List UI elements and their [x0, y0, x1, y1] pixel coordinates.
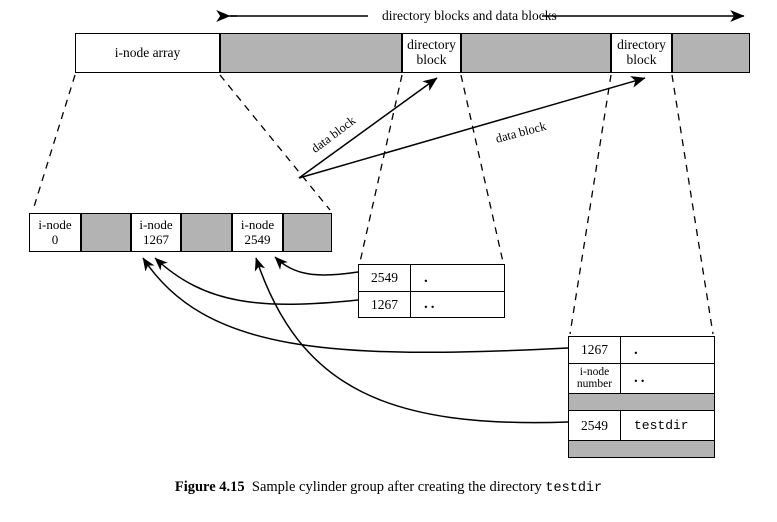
entry-filename: .	[424, 269, 431, 286]
table-row: 2549 .	[359, 265, 504, 291]
inode-reference-arrows	[142, 256, 569, 424]
free-entry-row	[569, 440, 714, 457]
inode-cell-1267: i-node 1267	[131, 213, 181, 252]
figure-caption: Figure 4.15 Sample cylinder group after …	[0, 479, 777, 496]
top-annotation-label: directory blocks and data blocks	[382, 8, 557, 23]
data-block-pointer-arrows	[298, 76, 646, 179]
entry-filename: ..	[424, 296, 438, 312]
segment-directory-block-1: directory block	[402, 33, 461, 73]
table-row: i-node number ..	[569, 363, 714, 393]
entry-filename: .	[634, 341, 641, 358]
projection-lines-directory-block-2	[569, 74, 714, 335]
entry-inode-number-label: i-node number	[569, 364, 621, 393]
segment-inode-array: i-node array	[75, 33, 220, 73]
table-row: 2549 testdir	[569, 410, 714, 440]
entry-inode-number: 2549	[569, 411, 621, 440]
inode-gap-3	[283, 213, 332, 252]
caption-directory-name: testdir	[545, 481, 603, 496]
free-entry-row	[569, 393, 714, 410]
caption-text: Sample cylinder group after creating the…	[251, 479, 542, 495]
entry-filename: testdir	[634, 418, 689, 433]
entry-inode-number: 1267	[569, 337, 621, 363]
inode-gap-2	[181, 213, 232, 252]
inode-gap-1	[81, 213, 131, 252]
projection-lines-directory-block-1	[359, 74, 504, 263]
entry-inode-number: 2549	[359, 265, 411, 291]
segment-data-area-1	[220, 33, 402, 73]
directory-block-2-table: 1267 . i-node number .. 2549 testdir	[568, 336, 715, 458]
directory-block-1-table: 2549 . 1267 ..	[358, 264, 505, 318]
table-row: 1267 .	[569, 337, 714, 363]
inode-cell-2549: i-node 2549	[232, 213, 283, 252]
table-row: 1267 ..	[359, 291, 504, 317]
entry-filename: ..	[634, 370, 648, 386]
entry-inode-number: 1267	[359, 292, 411, 317]
inode-cell-0: i-node 0	[29, 213, 81, 252]
segment-data-area-2	[461, 33, 611, 73]
segment-directory-block-2: directory block	[611, 33, 672, 73]
segment-data-area-3	[672, 33, 750, 73]
projection-lines-inode-array	[32, 74, 331, 211]
figure-number: Figure 4.15	[174, 479, 245, 495]
